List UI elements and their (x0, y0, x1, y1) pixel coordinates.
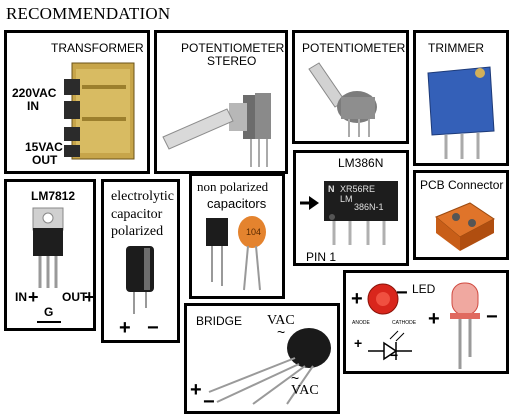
transformer-output-label-2: OUT (32, 153, 58, 167)
lm7812-out-plus: + (84, 287, 95, 307)
bridge-plus: + (190, 379, 202, 401)
pot-stereo-title-2: STEREO (207, 54, 257, 68)
led-side-minus: − (486, 306, 498, 328)
led-panel: LED + − ANODE CATHODE + − + − (343, 270, 509, 374)
lm7812-out-label: OUT (62, 290, 88, 304)
led-symbol-minus: − (390, 347, 399, 363)
transformer-input-label-1: 220VAC (12, 86, 57, 100)
lm7812-g-label: G (44, 305, 54, 319)
led-front-image (367, 283, 399, 315)
lm7812-in-label: IN (15, 290, 27, 304)
led-side-plus: + (428, 308, 440, 330)
nonpolar-image (206, 216, 266, 291)
pcb-panel: PCB Connector (413, 170, 509, 260)
nonpolar-line-1: non polarized (197, 179, 269, 194)
lm7812-image (32, 207, 64, 288)
electrolytic-line-3: polarized (111, 224, 164, 239)
electrolytic-line-2: capacitor (111, 207, 163, 222)
led-side-image (450, 282, 480, 369)
pot-panel: POTENTIOMETER (292, 30, 409, 144)
transformer-image (64, 62, 135, 160)
bridge-tilde-top: ~ (277, 324, 286, 340)
pot-title: POTENTIOMETER (302, 41, 406, 55)
bridge-tilde-bottom: ~ (291, 370, 300, 386)
transformer-input-label-2: IN (27, 99, 39, 113)
lm386-chip-logo: N (328, 184, 335, 194)
bridge-vac-top: VAC (267, 313, 295, 328)
pot-stereo-panel: POTENTIOMETER STEREO (154, 30, 288, 174)
lm7812-title: LM7812 (31, 189, 76, 203)
lm386-panel: LM386N N XR56RE LM 386N-1 PIN 1 (293, 150, 409, 266)
trimmer-panel: TRIMMER (413, 30, 509, 166)
pot-stereo-image (162, 93, 271, 167)
transformer-panel: TRANSFORMER 220VAC IN 15VAC OUT (4, 30, 150, 174)
pcb-image (435, 202, 495, 251)
lm7812-in-plus: + (28, 287, 39, 307)
electrolytic-minus: − (147, 317, 159, 339)
lm7812-panel: LM7812 IN + OUT + G (4, 179, 96, 331)
lm386-chip (324, 181, 398, 245)
transformer-title: TRANSFORMER (51, 41, 144, 55)
nonpolar-line-2: capacitors (207, 196, 267, 211)
bridge-vac-bottom: VAC (291, 383, 319, 398)
transformer-output-label-1: 15VAC (25, 140, 63, 154)
led-symbol-plus: + (354, 335, 363, 351)
led-title: LED (412, 282, 436, 296)
lm386-chip-line-2: LM (340, 194, 353, 204)
lm386-title: LM386N (338, 156, 384, 170)
led-cathode-label: CATHODE (392, 320, 417, 326)
electrolytic-line-1: electrolytic (111, 189, 174, 204)
led-left-plus: + (351, 288, 363, 310)
lm386-pin-label: PIN 1 (306, 250, 337, 264)
pot-image (308, 62, 377, 137)
pcb-title: PCB Connector (420, 178, 504, 192)
bridge-panel: BRIDGE VAC ~ + − ~ VAC (184, 303, 340, 414)
trimmer-image (427, 66, 495, 159)
pot-stereo-title-1: POTENTIOMETER (181, 41, 285, 55)
page-title: RECOMMENDATION (6, 4, 171, 23)
bridge-title: BRIDGE (196, 314, 243, 328)
lm386-chip-line-1: XR56RE (340, 184, 376, 194)
nonpolar-panel: non polarized capacitors 104 (189, 173, 285, 299)
electrolytic-image (126, 246, 154, 314)
lm386-chip-line-3: 386N-1 (354, 202, 384, 212)
led-left-minus: − (396, 282, 408, 304)
electrolytic-plus: + (119, 317, 131, 339)
lm7812-g-line (37, 321, 61, 323)
led-anode-label: ANODE (352, 320, 370, 326)
lm386-arrow (300, 196, 319, 210)
trimmer-title: TRIMMER (428, 41, 484, 55)
bridge-image (208, 328, 331, 405)
led-symbol (368, 330, 412, 361)
electrolytic-panel: electrolytic capacitor polarized + − (101, 179, 180, 343)
nonpolar-cap-marking: 104 (246, 227, 262, 237)
bridge-minus: − (203, 391, 215, 413)
